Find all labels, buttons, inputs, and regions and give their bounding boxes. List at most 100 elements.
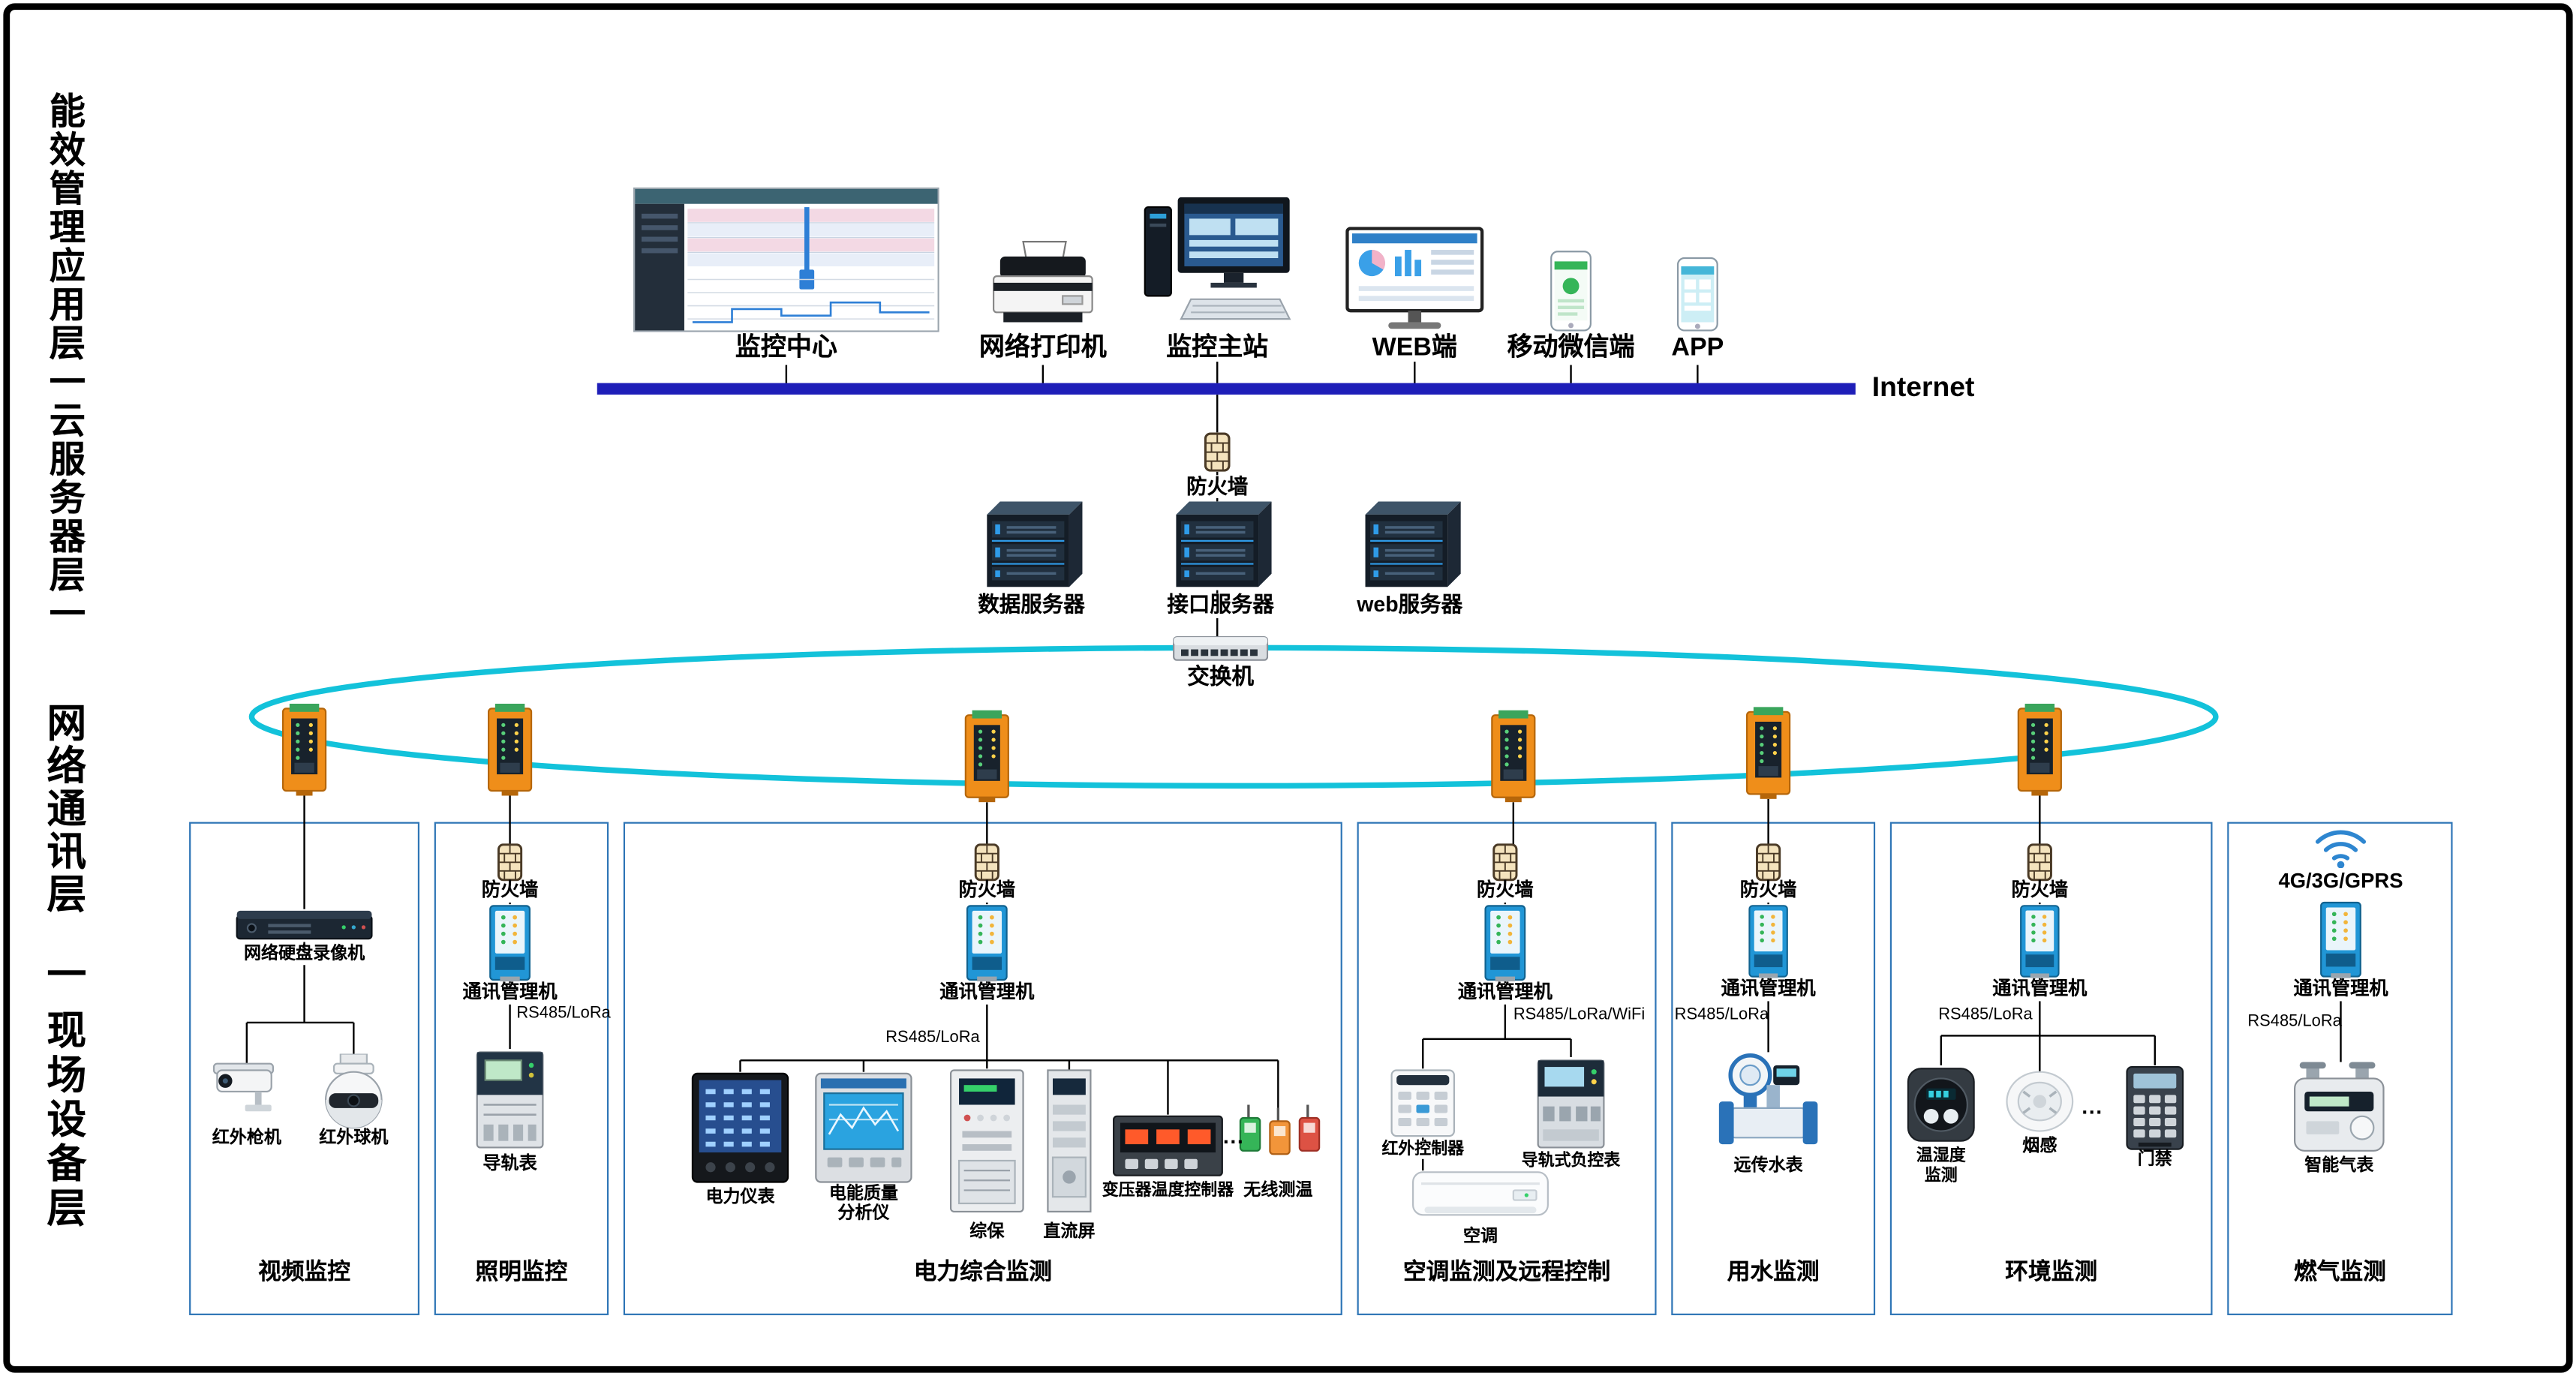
monitoring-center-screenshot-icon — [633, 187, 939, 332]
industrial-switch-icon-3 — [962, 711, 1011, 803]
wechat-terminal-label: 移动微信端 — [1507, 333, 1635, 362]
gas-gateway-label: 通讯管理机 — [2286, 979, 2395, 1002]
zone-water-title: 用水监测 — [1727, 1257, 1820, 1284]
power-ellipsis: ··· — [1222, 1129, 1245, 1155]
zone-power-title: 电力综合监测 — [913, 1257, 1052, 1284]
app-terminal-icon — [1676, 257, 1719, 332]
industrial-switch-icon-1 — [280, 704, 329, 796]
web-server-label: web服务器 — [1357, 591, 1463, 617]
nvr-icon — [235, 909, 373, 942]
zone-hvac-title: 空调监测及远程控制 — [1402, 1257, 1611, 1284]
gas-meter-label: 智能气表 — [2304, 1155, 2374, 1176]
gas-wireless-label: 4G/3G/GPRS — [2278, 870, 2403, 893]
wireless-temp-label: 无线测温 — [1243, 1180, 1313, 1200]
ir-bullet-camera-label: 红外枪机 — [212, 1128, 281, 1148]
hvac-firewall-label: 防火墙 — [1459, 881, 1552, 903]
lighting-bus-label: RS485/LoRa — [516, 1004, 611, 1023]
power-gateway-label: 通讯管理机 — [932, 983, 1042, 1005]
hvac-bus-label: RS485/LoRa/WiFi — [1513, 1006, 1646, 1025]
power-meter-icon — [691, 1072, 790, 1184]
load-control-meter-icon — [1534, 1057, 1607, 1151]
master-station-label: 监控主站 — [1166, 333, 1269, 362]
transformer-temp-controller-icon — [1112, 1115, 1224, 1177]
env-firewall-label: 防火墙 — [1993, 881, 2086, 903]
ir-bullet-camera-icon — [209, 1059, 284, 1121]
env-gateway-icon — [2018, 904, 2061, 978]
rail-meter-icon — [473, 1049, 546, 1151]
power-quality-analyzer-icon — [814, 1072, 913, 1184]
rail-meter-label: 导轨表 — [482, 1154, 537, 1174]
layer-label-dash: 一 — [39, 953, 84, 993]
lighting-firewall-label: 防火墙 — [464, 881, 556, 903]
lighting-gateway-icon — [488, 904, 531, 981]
interface-server-icon — [1166, 501, 1275, 590]
layer-label-field: 现场设备层 — [39, 1009, 84, 1232]
dc-panel-icon — [1046, 1068, 1092, 1213]
water-gateway-icon — [1747, 904, 1790, 978]
water-meter-label: 远传水表 — [1733, 1155, 1803, 1176]
wireless-temp-sensors-icon — [1235, 1101, 1321, 1170]
web-terminal-label: WEB端 — [1372, 333, 1457, 362]
master-station-icon — [1141, 197, 1293, 332]
temp-humidity-sensor-icon — [1905, 1065, 1977, 1144]
wechat-terminal-icon — [1550, 250, 1592, 332]
smoke-detector-label: 烟感 — [2022, 1136, 2057, 1156]
water-gateway-label: 通讯管理机 — [1714, 979, 1823, 1002]
smoke-detector-icon — [2003, 1068, 2076, 1134]
transformer-temp-controller-label: 变压器温度控制器 — [1102, 1182, 1234, 1200]
ir-dome-camera-icon — [317, 1053, 389, 1133]
ir-controller-label: 红外控制器 — [1373, 1140, 1473, 1160]
web-server-icon — [1355, 501, 1464, 590]
data-server-icon — [977, 501, 1086, 590]
web-terminal-icon — [1345, 227, 1484, 332]
power-meter-label: 电力仪表 — [705, 1187, 775, 1207]
network-printer-icon — [990, 240, 1096, 329]
ir-dome-camera-label: 红外球机 — [319, 1128, 389, 1148]
layer-label-application-cloud: 能效管理应用层一云服务器层一 — [44, 92, 86, 633]
power-firewall-icon — [974, 843, 1000, 881]
water-firewall-icon — [1755, 843, 1781, 881]
internet-label: Internet — [1871, 371, 1975, 403]
zone-water-box: 用水监测 — [1671, 822, 1876, 1315]
lighting-firewall-icon — [497, 843, 523, 881]
protection-relay-label: 综保 — [969, 1221, 1005, 1242]
industrial-switch-icon-6 — [2015, 704, 2064, 796]
water-firewall-label: 防火墙 — [1722, 881, 1814, 903]
core-switch-icon — [1173, 635, 1269, 661]
hvac-gateway-label: 通讯管理机 — [1450, 983, 1560, 1005]
zone-env-title: 环境监测 — [2005, 1257, 2098, 1284]
industrial-switch-icon-5 — [1744, 707, 1793, 799]
nvr-label: 网络硬盘录像机 — [215, 944, 393, 965]
access-control-label: 门禁 — [2137, 1149, 2172, 1169]
water-bus-label: RS485/LoRa — [1674, 1006, 1769, 1025]
env-gateway-label: 通讯管理机 — [1985, 979, 2094, 1002]
access-control-icon — [2125, 1065, 2184, 1151]
power-quality-analyzer-label-line2: 分析仪 — [837, 1203, 890, 1224]
protection-relay-icon — [949, 1068, 1025, 1213]
core-switch-label: 交换机 — [1156, 664, 1285, 690]
data-server-label: 数据服务器 — [978, 591, 1085, 617]
power-quality-analyzer-label-line1: 电能质量 — [828, 1183, 898, 1203]
hvac-gateway-icon — [1483, 904, 1526, 981]
power-gateway-icon — [966, 904, 1008, 981]
app-terminal-label: APP — [1671, 333, 1724, 362]
cloud-firewall-icon — [1204, 432, 1231, 472]
env-bus-label: RS485/LoRa — [1938, 1006, 2033, 1025]
industrial-switch-icon-4 — [1489, 711, 1538, 803]
hvac-firewall-icon — [1492, 843, 1518, 881]
interface-server-label: 接口服务器 — [1141, 593, 1300, 617]
gas-meter-icon — [2290, 1062, 2389, 1155]
zone-hvac-box: 空调监测及远程控制 — [1357, 822, 1657, 1315]
dc-panel-label: 直流屏 — [1043, 1221, 1096, 1242]
gas-gateway-icon — [2319, 901, 2362, 978]
network-printer-label: 网络打印机 — [978, 333, 1107, 362]
zone-lighting-title: 照明监控 — [475, 1257, 568, 1284]
monitoring-center-label: 监控中心 — [735, 333, 837, 362]
industrial-switch-icon-2 — [485, 704, 535, 796]
ir-controller-icon — [1390, 1068, 1456, 1137]
power-bus-label: RS485/LoRa — [885, 1029, 980, 1047]
zone-video-title: 视频监控 — [258, 1257, 350, 1284]
air-conditioner-label: 空调 — [1462, 1226, 1498, 1246]
env-firewall-icon — [2027, 843, 2053, 881]
